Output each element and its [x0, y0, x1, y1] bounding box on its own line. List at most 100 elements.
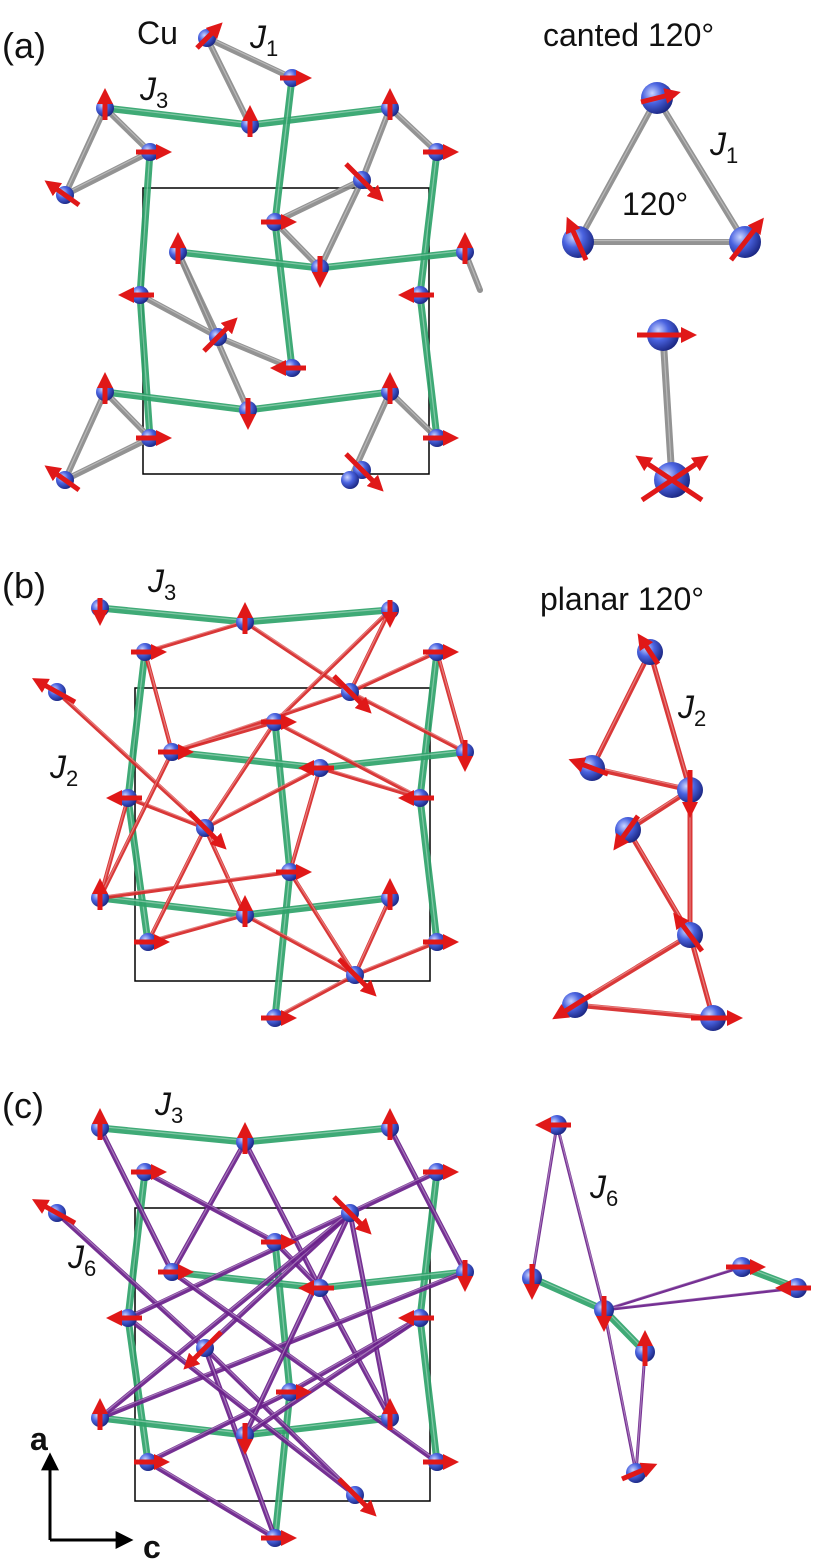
bond — [359, 105, 393, 183]
bond — [316, 248, 469, 272]
bond — [204, 35, 295, 81]
spin-arrow — [202, 317, 238, 353]
panel-a-j3-label: J3 — [139, 71, 168, 113]
bond — [203, 826, 247, 917]
bond-highlight — [574, 932, 691, 1005]
bond — [353, 896, 392, 977]
bond — [55, 690, 207, 830]
spin-arrow — [195, 22, 223, 50]
spin-arrow — [635, 455, 704, 503]
bond-highlight — [274, 1240, 291, 1391]
bond — [145, 1459, 278, 1541]
bond-highlight — [389, 390, 438, 437]
bond — [589, 649, 653, 771]
bond-highlight — [349, 689, 466, 752]
bond — [602, 1286, 799, 1312]
bond-highlight — [147, 1389, 291, 1462]
bond-highlight — [244, 1140, 321, 1287]
bond — [530, 1123, 559, 1280]
cu-label: Cu — [137, 15, 178, 51]
bond-highlight — [656, 96, 746, 241]
spin-arrow — [332, 1195, 372, 1235]
bond — [174, 248, 324, 272]
panel-c-label: (c) — [2, 1085, 44, 1126]
panel-c-inset-j6-label: J6 — [589, 1169, 618, 1211]
cu-atom — [341, 471, 359, 489]
panel-c: (c) J3 J6 J6 — [2, 1085, 811, 1547]
bond — [241, 1414, 394, 1439]
bond — [288, 870, 357, 977]
bond-highlight — [274, 608, 391, 721]
panel-b-structure — [32, 598, 744, 1031]
bond — [146, 913, 247, 944]
bond-highlight — [177, 250, 249, 409]
bond-highlight — [577, 96, 658, 241]
bond — [143, 650, 174, 754]
bond — [316, 1268, 469, 1292]
bond-highlight — [104, 389, 249, 410]
bond-highlight — [531, 1123, 558, 1277]
bond-highlight — [127, 1316, 356, 1494]
bond-highlight — [104, 106, 151, 151]
spin-arrow — [729, 217, 764, 262]
bond-highlight — [139, 292, 219, 337]
panel-c-structure — [32, 1107, 811, 1547]
bond-highlight — [289, 870, 356, 974]
bond — [243, 913, 357, 977]
bond — [273, 720, 422, 800]
bond-highlight — [127, 650, 146, 797]
bond — [97, 1125, 175, 1275]
bond — [271, 868, 294, 1022]
bond — [101, 104, 254, 129]
bond — [575, 95, 660, 245]
bond-highlight — [127, 1170, 146, 1317]
bond-highlight — [389, 106, 438, 151]
panel-b-j3-label: J3 — [147, 563, 176, 605]
bond-highlight — [319, 178, 363, 267]
spin-arrow — [637, 633, 661, 666]
bond-highlight — [127, 795, 206, 828]
bond-highlight — [591, 765, 691, 790]
bond — [243, 620, 352, 694]
bond-highlight — [99, 1269, 466, 1418]
bond — [271, 218, 296, 372]
bond-highlight — [274, 220, 293, 367]
bond — [145, 1389, 293, 1465]
bond-highlight — [419, 1316, 438, 1461]
bond-highlight — [139, 293, 151, 437]
bond-highlight — [64, 435, 151, 480]
bond-highlight — [244, 620, 351, 691]
bond — [647, 649, 693, 793]
bond — [203, 720, 277, 830]
spin-arrow — [568, 757, 609, 777]
bond — [241, 606, 394, 626]
bond-highlight — [104, 105, 251, 125]
bond — [203, 766, 322, 830]
spin-arrow — [552, 992, 593, 1020]
bond-highlight — [274, 972, 356, 1018]
bond — [416, 794, 441, 946]
bond-highlight — [144, 1169, 276, 1242]
bond — [97, 1269, 468, 1421]
bond-highlight — [204, 1346, 356, 1494]
bond — [242, 1139, 323, 1291]
bond — [102, 105, 153, 155]
spin-arrow — [640, 88, 681, 105]
bond — [101, 388, 252, 414]
bond — [416, 148, 441, 299]
bond-highlight — [99, 1211, 351, 1417]
spin-arrow — [621, 1462, 658, 1482]
bond — [102, 389, 153, 441]
spin-arrow — [337, 1477, 377, 1517]
bond — [62, 105, 108, 198]
bond-highlight — [556, 1123, 605, 1309]
bond — [168, 1268, 324, 1292]
bond-highlight — [104, 390, 151, 437]
spin-arrow — [332, 674, 372, 714]
bond-highlight — [56, 690, 206, 827]
bond — [244, 388, 394, 414]
bond — [168, 748, 324, 772]
bond-highlight — [99, 1125, 246, 1142]
bond — [273, 608, 392, 724]
bond-highlight — [274, 76, 293, 221]
